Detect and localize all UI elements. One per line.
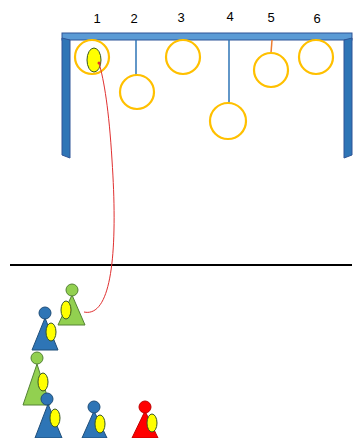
strings: [136, 40, 272, 103]
pawn: [132, 401, 158, 438]
ring: [210, 103, 246, 139]
throw-line: [10, 264, 352, 266]
ring: [299, 40, 333, 74]
right-leg: [344, 38, 352, 158]
ring-number: 5: [267, 10, 274, 25]
ring: [166, 40, 200, 74]
string: [271, 40, 272, 53]
ring: [75, 40, 109, 74]
ring-number: 1: [93, 11, 100, 26]
ring: [254, 53, 288, 87]
throw-end: [98, 62, 101, 65]
pawn: [82, 401, 107, 438]
throw-path: [84, 63, 114, 312]
pawn: [35, 393, 62, 438]
ring-number: 3: [177, 10, 184, 25]
rings: [75, 40, 333, 139]
left-leg: [62, 38, 70, 158]
ring-number: 2: [130, 11, 137, 26]
ring-number: 6: [313, 11, 320, 26]
string: [135, 40, 137, 75]
thrown-ball: [87, 48, 101, 72]
ring-number: 4: [226, 9, 233, 24]
string: [228, 40, 230, 103]
ring: [120, 75, 154, 109]
pawn: [32, 307, 58, 350]
pawn: [58, 284, 85, 325]
top-bar: [62, 33, 352, 40]
